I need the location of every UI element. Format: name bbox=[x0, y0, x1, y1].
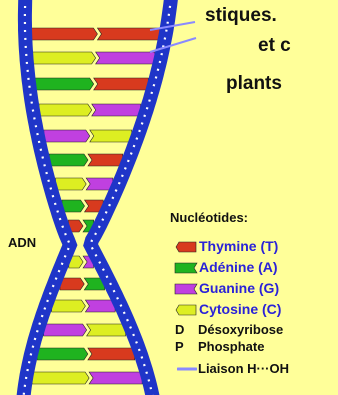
adenine-label: Adénine (A) bbox=[199, 260, 278, 274]
phosphate-label: Phosphate bbox=[198, 340, 264, 353]
base-pair-left-7 bbox=[62, 200, 85, 212]
base-pair-left-10 bbox=[60, 278, 84, 290]
thymine-label: Thymine (T) bbox=[199, 239, 278, 253]
base-pair-right-12 bbox=[87, 324, 126, 336]
base-pair-right-11 bbox=[85, 300, 115, 312]
header-line-3: plants bbox=[226, 74, 282, 93]
adenine-icon bbox=[174, 262, 198, 274]
guanine-icon bbox=[174, 283, 198, 295]
base-pair-right-2 bbox=[94, 78, 149, 90]
base-pair-right-4 bbox=[90, 130, 132, 142]
adn-label: ADN bbox=[8, 236, 36, 249]
hydrogen-bond-icon bbox=[177, 364, 197, 374]
base-pair-right-14 bbox=[89, 372, 142, 384]
base-pair-left-6 bbox=[56, 178, 87, 190]
desoxyribose-key: D bbox=[175, 323, 184, 336]
base-pair-left-2 bbox=[35, 78, 94, 90]
base-pair-left-14 bbox=[32, 372, 89, 384]
base-pair-right-6 bbox=[86, 178, 113, 190]
header-line-1: stiques. bbox=[205, 6, 277, 25]
hydrogen-bond-label: Liaison H···OH bbox=[198, 362, 289, 375]
guanine-label: Guanine (G) bbox=[199, 281, 279, 295]
phosphate-key: P bbox=[175, 340, 184, 353]
legend-title: Nucléotides: bbox=[170, 211, 248, 224]
base-pair-right-5 bbox=[88, 154, 123, 166]
header-line-2: et c bbox=[258, 36, 291, 55]
base-pair-left-13 bbox=[37, 348, 88, 360]
base-pair-left-3 bbox=[39, 104, 92, 116]
thymine-icon bbox=[175, 241, 197, 253]
base-pair-left-5 bbox=[49, 154, 88, 166]
cytosine-icon bbox=[175, 304, 197, 316]
base-pair-left-0 bbox=[31, 28, 97, 40]
base-pair-right-3 bbox=[92, 104, 141, 116]
base-pair-left-1 bbox=[32, 52, 95, 64]
base-pair-right-1 bbox=[96, 52, 155, 64]
base-pair-left-12 bbox=[44, 324, 87, 336]
base-pair-left-4 bbox=[44, 130, 90, 142]
desoxyribose-label: Désoxyribose bbox=[198, 323, 283, 336]
base-pair-left-11 bbox=[52, 300, 86, 312]
base-pair-right-13 bbox=[88, 348, 135, 360]
cytosine-label: Cytosine (C) bbox=[199, 302, 281, 316]
